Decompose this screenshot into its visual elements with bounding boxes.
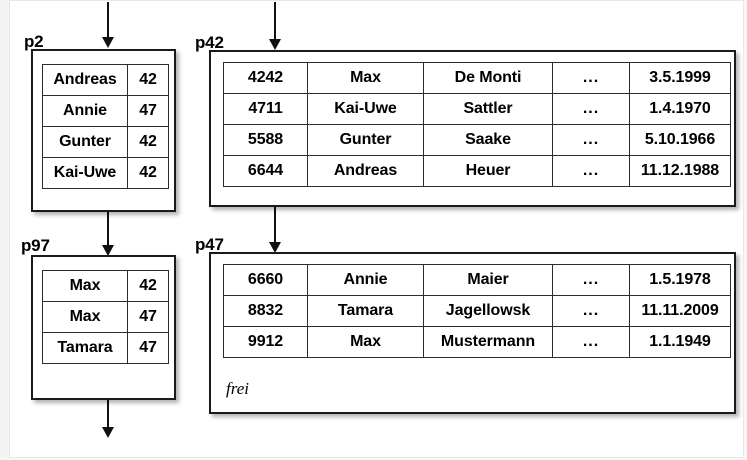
record-id-cell: 6660 <box>223 264 308 296</box>
data-table-p47[interactable]: 6660 Annie Maier ... 1.5.1978 8832 Tamar… <box>223 264 731 358</box>
free-space-label: frei <box>226 379 249 398</box>
record-firstname-cell: Andreas <box>307 155 424 187</box>
index-pointer-cell: 42 <box>127 270 169 302</box>
record-more-cell: ... <box>552 62 630 94</box>
record-more-cell: ... <box>552 295 630 327</box>
record-lastname-cell: Saake <box>423 124 553 156</box>
table-row[interactable]: 4242 Max De Monti ... 3.5.1999 <box>223 62 731 94</box>
record-firstname-cell: Max <box>307 326 424 358</box>
table-row[interactable]: 9912 Max Mustermann ... 1.1.1949 <box>223 326 731 358</box>
record-lastname-cell: Heuer <box>423 155 553 187</box>
index-table-p2[interactable]: Andreas 42 Annie 47 Gunter 42 Kai-Uwe 42 <box>42 64 169 189</box>
table-row[interactable]: Annie 47 <box>42 95 169 127</box>
page-box-p42[interactable]: 4242 Max De Monti ... 3.5.1999 4711 Kai-… <box>209 50 736 207</box>
table-row[interactable]: Gunter 42 <box>42 126 169 158</box>
record-id-cell: 6644 <box>223 155 308 187</box>
index-key-cell: Andreas <box>42 64 128 96</box>
record-more-cell: ... <box>552 264 630 296</box>
table-row[interactable]: Tamara 47 <box>42 332 169 364</box>
index-pointer-cell: 47 <box>127 95 169 127</box>
index-key-cell: Kai-Uwe <box>42 157 128 189</box>
table-row[interactable]: Andreas 42 <box>42 64 169 96</box>
record-more-cell: ... <box>552 124 630 156</box>
record-lastname-cell: Jagellowsk <box>423 295 553 327</box>
record-date-cell: 11.12.1988 <box>629 155 731 187</box>
record-more-cell: ... <box>552 93 630 125</box>
record-lastname-cell: De Monti <box>423 62 553 94</box>
record-firstname-cell: Max <box>307 62 424 94</box>
index-pointer-cell: 42 <box>127 157 169 189</box>
record-id-cell: 5588 <box>223 124 308 156</box>
page-box-p47[interactable]: 6660 Annie Maier ... 1.5.1978 8832 Tamar… <box>209 252 736 414</box>
record-lastname-cell: Maier <box>423 264 553 296</box>
index-pointer-cell: 42 <box>127 64 169 96</box>
index-key-cell: Annie <box>42 95 128 127</box>
table-row[interactable]: 8832 Tamara Jagellowsk ... 11.11.2009 <box>223 295 731 327</box>
table-row[interactable]: Max 42 <box>42 270 169 302</box>
record-id-cell: 4242 <box>223 62 308 94</box>
record-date-cell: 5.10.1966 <box>629 124 731 156</box>
record-firstname-cell: Annie <box>307 264 424 296</box>
record-firstname-cell: Gunter <box>307 124 424 156</box>
page-box-p2[interactable]: Andreas 42 Annie 47 Gunter 42 Kai-Uwe 42 <box>31 49 176 212</box>
data-table-p42[interactable]: 4242 Max De Monti ... 3.5.1999 4711 Kai-… <box>223 62 731 187</box>
record-firstname-cell: Kai-Uwe <box>307 93 424 125</box>
index-pointer-cell: 47 <box>127 332 169 364</box>
record-id-cell: 4711 <box>223 93 308 125</box>
table-row[interactable]: 6644 Andreas Heuer ... 11.12.1988 <box>223 155 731 187</box>
page-label-p42: p42 <box>195 33 224 52</box>
index-key-cell: Max <box>42 301 128 333</box>
record-lastname-cell: Mustermann <box>423 326 553 358</box>
record-date-cell: 11.11.2009 <box>629 295 731 327</box>
record-date-cell: 1.5.1978 <box>629 264 731 296</box>
table-row[interactable]: Kai-Uwe 42 <box>42 157 169 189</box>
page-label-p97: p97 <box>21 236 50 255</box>
table-row[interactable]: 5588 Gunter Saake ... 5.10.1966 <box>223 124 731 156</box>
index-table-p97[interactable]: Max 42 Max 47 Tamara 47 <box>42 270 169 364</box>
record-date-cell: 1.1.1949 <box>629 326 731 358</box>
record-firstname-cell: Tamara <box>307 295 424 327</box>
index-key-cell: Gunter <box>42 126 128 158</box>
index-key-cell: Tamara <box>42 332 128 364</box>
table-row[interactable]: Max 47 <box>42 301 169 333</box>
page-box-p97[interactable]: Max 42 Max 47 Tamara 47 <box>31 255 176 400</box>
table-row[interactable]: 6660 Annie Maier ... 1.5.1978 <box>223 264 731 296</box>
record-date-cell: 3.5.1999 <box>629 62 731 94</box>
record-date-cell: 1.4.1970 <box>629 93 731 125</box>
index-pointer-cell: 47 <box>127 301 169 333</box>
index-pointer-cell: 42 <box>127 126 169 158</box>
index-key-cell: Max <box>42 270 128 302</box>
record-more-cell: ... <box>552 326 630 358</box>
record-id-cell: 8832 <box>223 295 308 327</box>
table-row[interactable]: 4711 Kai-Uwe Sattler ... 1.4.1970 <box>223 93 731 125</box>
record-lastname-cell: Sattler <box>423 93 553 125</box>
page-label-p47: p47 <box>195 235 224 254</box>
page-label-p2: p2 <box>24 32 44 51</box>
record-id-cell: 9912 <box>223 326 308 358</box>
record-more-cell: ... <box>552 155 630 187</box>
